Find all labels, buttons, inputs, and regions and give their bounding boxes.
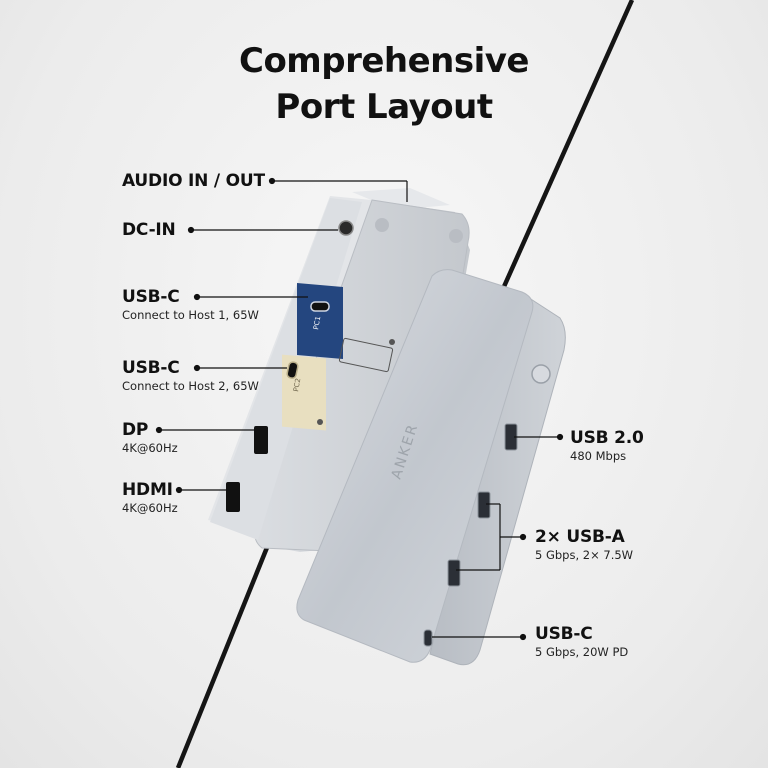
port-panel-blue (297, 282, 343, 360)
label-dc-in-name: DC-IN (122, 220, 176, 240)
label-usbc-front-name: USB-C (535, 624, 593, 644)
label-hdmi-detail: 4K@60Hz (122, 501, 178, 515)
label-usb2-detail: 480 Mbps (570, 449, 627, 463)
label-audio-name: AUDIO IN / OUT (122, 171, 265, 191)
usba-port-2 (447, 559, 461, 587)
label-usbc-host2-name: USB-C (122, 358, 180, 378)
label-usba-name: 2× USB-A (535, 527, 625, 547)
usba-port-1 (477, 491, 491, 519)
label-usba-detail: 5 Gbps, 2× 7.5W (535, 548, 634, 562)
label-usbc-front-detail: 5 Gbps, 20W PD (535, 645, 629, 659)
front-hub: ANKER (296, 269, 566, 666)
badge-pc2: PC2 (292, 378, 302, 393)
label-usbc-host1-detail: Connect to Host 1, 65W (122, 308, 259, 322)
right-connectors (432, 433, 564, 641)
label-hdmi-name: HDMI (122, 480, 173, 500)
label-usbc-host2: USB-C Connect to Host 2, 65W (122, 358, 259, 394)
page-title: Comprehensive Port Layout (0, 38, 768, 130)
label-usb2-name: USB 2.0 (570, 428, 644, 448)
cable-bottom (175, 544, 271, 768)
usbc-port-1 (310, 301, 330, 312)
label-usb2: USB 2.0 480 Mbps (570, 428, 644, 464)
label-dp-name: DP (122, 420, 149, 440)
usbc-port-2 (286, 361, 299, 379)
audio-port (338, 220, 354, 236)
label-hdmi: HDMI 4K@60Hz (122, 480, 178, 516)
hdmi-port (226, 482, 240, 512)
label-usbc-host2-detail: Connect to Host 2, 65W (122, 379, 259, 393)
usbc-port-front (423, 629, 433, 647)
dp-port (254, 426, 268, 454)
front-port-face (429, 291, 566, 666)
front-top-face (296, 269, 534, 663)
label-usbc-host1: USB-C Connect to Host 1, 65W (122, 287, 259, 323)
label-dc-in: DC-IN (122, 220, 176, 240)
title-line-1: Comprehensive (239, 41, 530, 81)
label-usbc-front: USB-C 5 Gbps, 20W PD (535, 624, 628, 660)
cable-top (495, 0, 635, 301)
label-dp: DP 4K@60Hz (122, 420, 178, 456)
label-usba: 2× USB-A 5 Gbps, 2× 7.5W (535, 527, 633, 563)
left-connectors (155, 177, 408, 494)
label-audio: AUDIO IN / OUT (122, 171, 265, 191)
label-usbc-host1-name: USB-C (122, 287, 180, 307)
badge-pc1: PC1 (312, 316, 322, 331)
title-line-2: Port Layout (275, 87, 493, 127)
label-dp-detail: 4K@60Hz (122, 441, 178, 455)
power-button-icon (531, 364, 551, 384)
